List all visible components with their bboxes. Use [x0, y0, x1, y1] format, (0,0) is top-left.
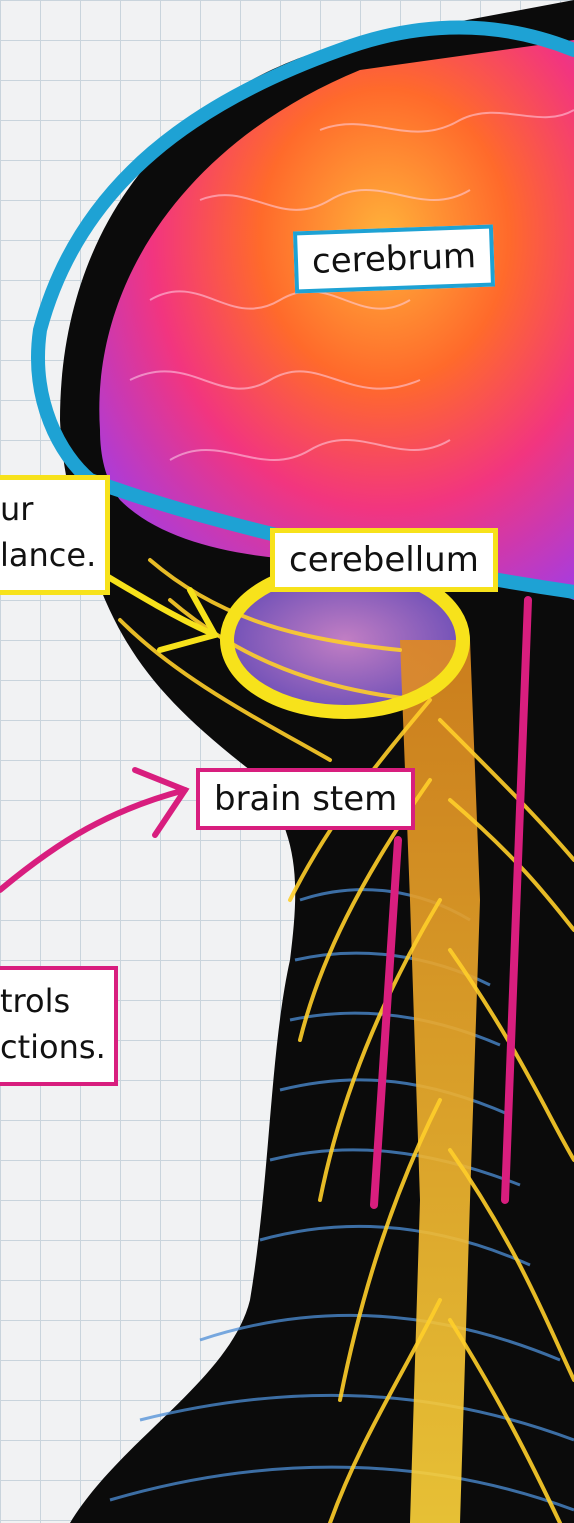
cerebellum-label: cerebellum — [270, 528, 498, 592]
brain-stem-label: brain stem — [196, 768, 415, 830]
cerebellum-note: ur lance. — [0, 475, 110, 595]
brain-stem-note-line1: trols — [0, 978, 106, 1024]
brain-stem-note: trols ctions. — [0, 966, 118, 1086]
cerebellum-note-line2: lance. — [0, 532, 97, 578]
cerebrum-shape — [99, 40, 574, 600]
cerebellum-note-line1: ur — [0, 486, 97, 532]
cerebrum-label: cerebrum — [293, 225, 495, 294]
brain-stem-arrow — [0, 770, 185, 890]
brain-stem-note-line2: ctions. — [0, 1024, 106, 1070]
